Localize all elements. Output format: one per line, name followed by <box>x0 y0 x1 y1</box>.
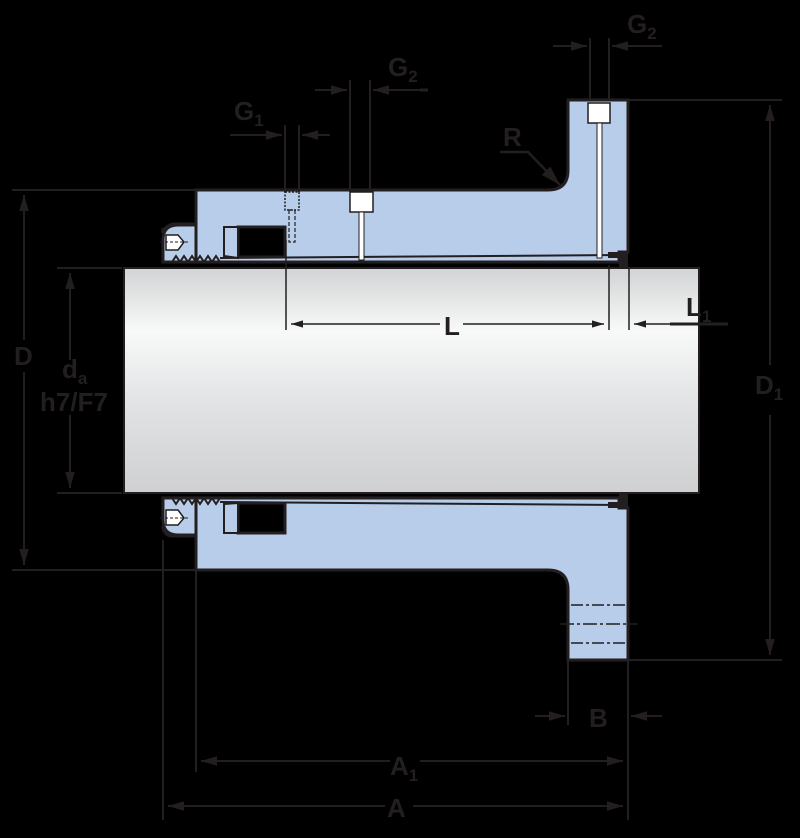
housing-lower <box>160 492 638 662</box>
label-r: R <box>503 122 522 152</box>
label-b: B <box>589 703 608 733</box>
label-l: L <box>444 311 460 341</box>
label-g2-right: G2 <box>627 9 657 43</box>
label-d1: D1 <box>755 370 783 404</box>
label-g1: G1 <box>234 96 264 130</box>
label-l1: L1 <box>686 292 711 326</box>
label-d: D <box>14 341 33 371</box>
label-g2-left: G2 <box>388 52 418 86</box>
label-da-tolerance: h7/F7 <box>40 387 108 417</box>
dimension-lines <box>12 38 782 820</box>
label-a: A <box>387 793 406 823</box>
label-da: da <box>62 354 88 388</box>
label-a1: A1 <box>390 751 418 785</box>
shaft <box>123 267 700 494</box>
